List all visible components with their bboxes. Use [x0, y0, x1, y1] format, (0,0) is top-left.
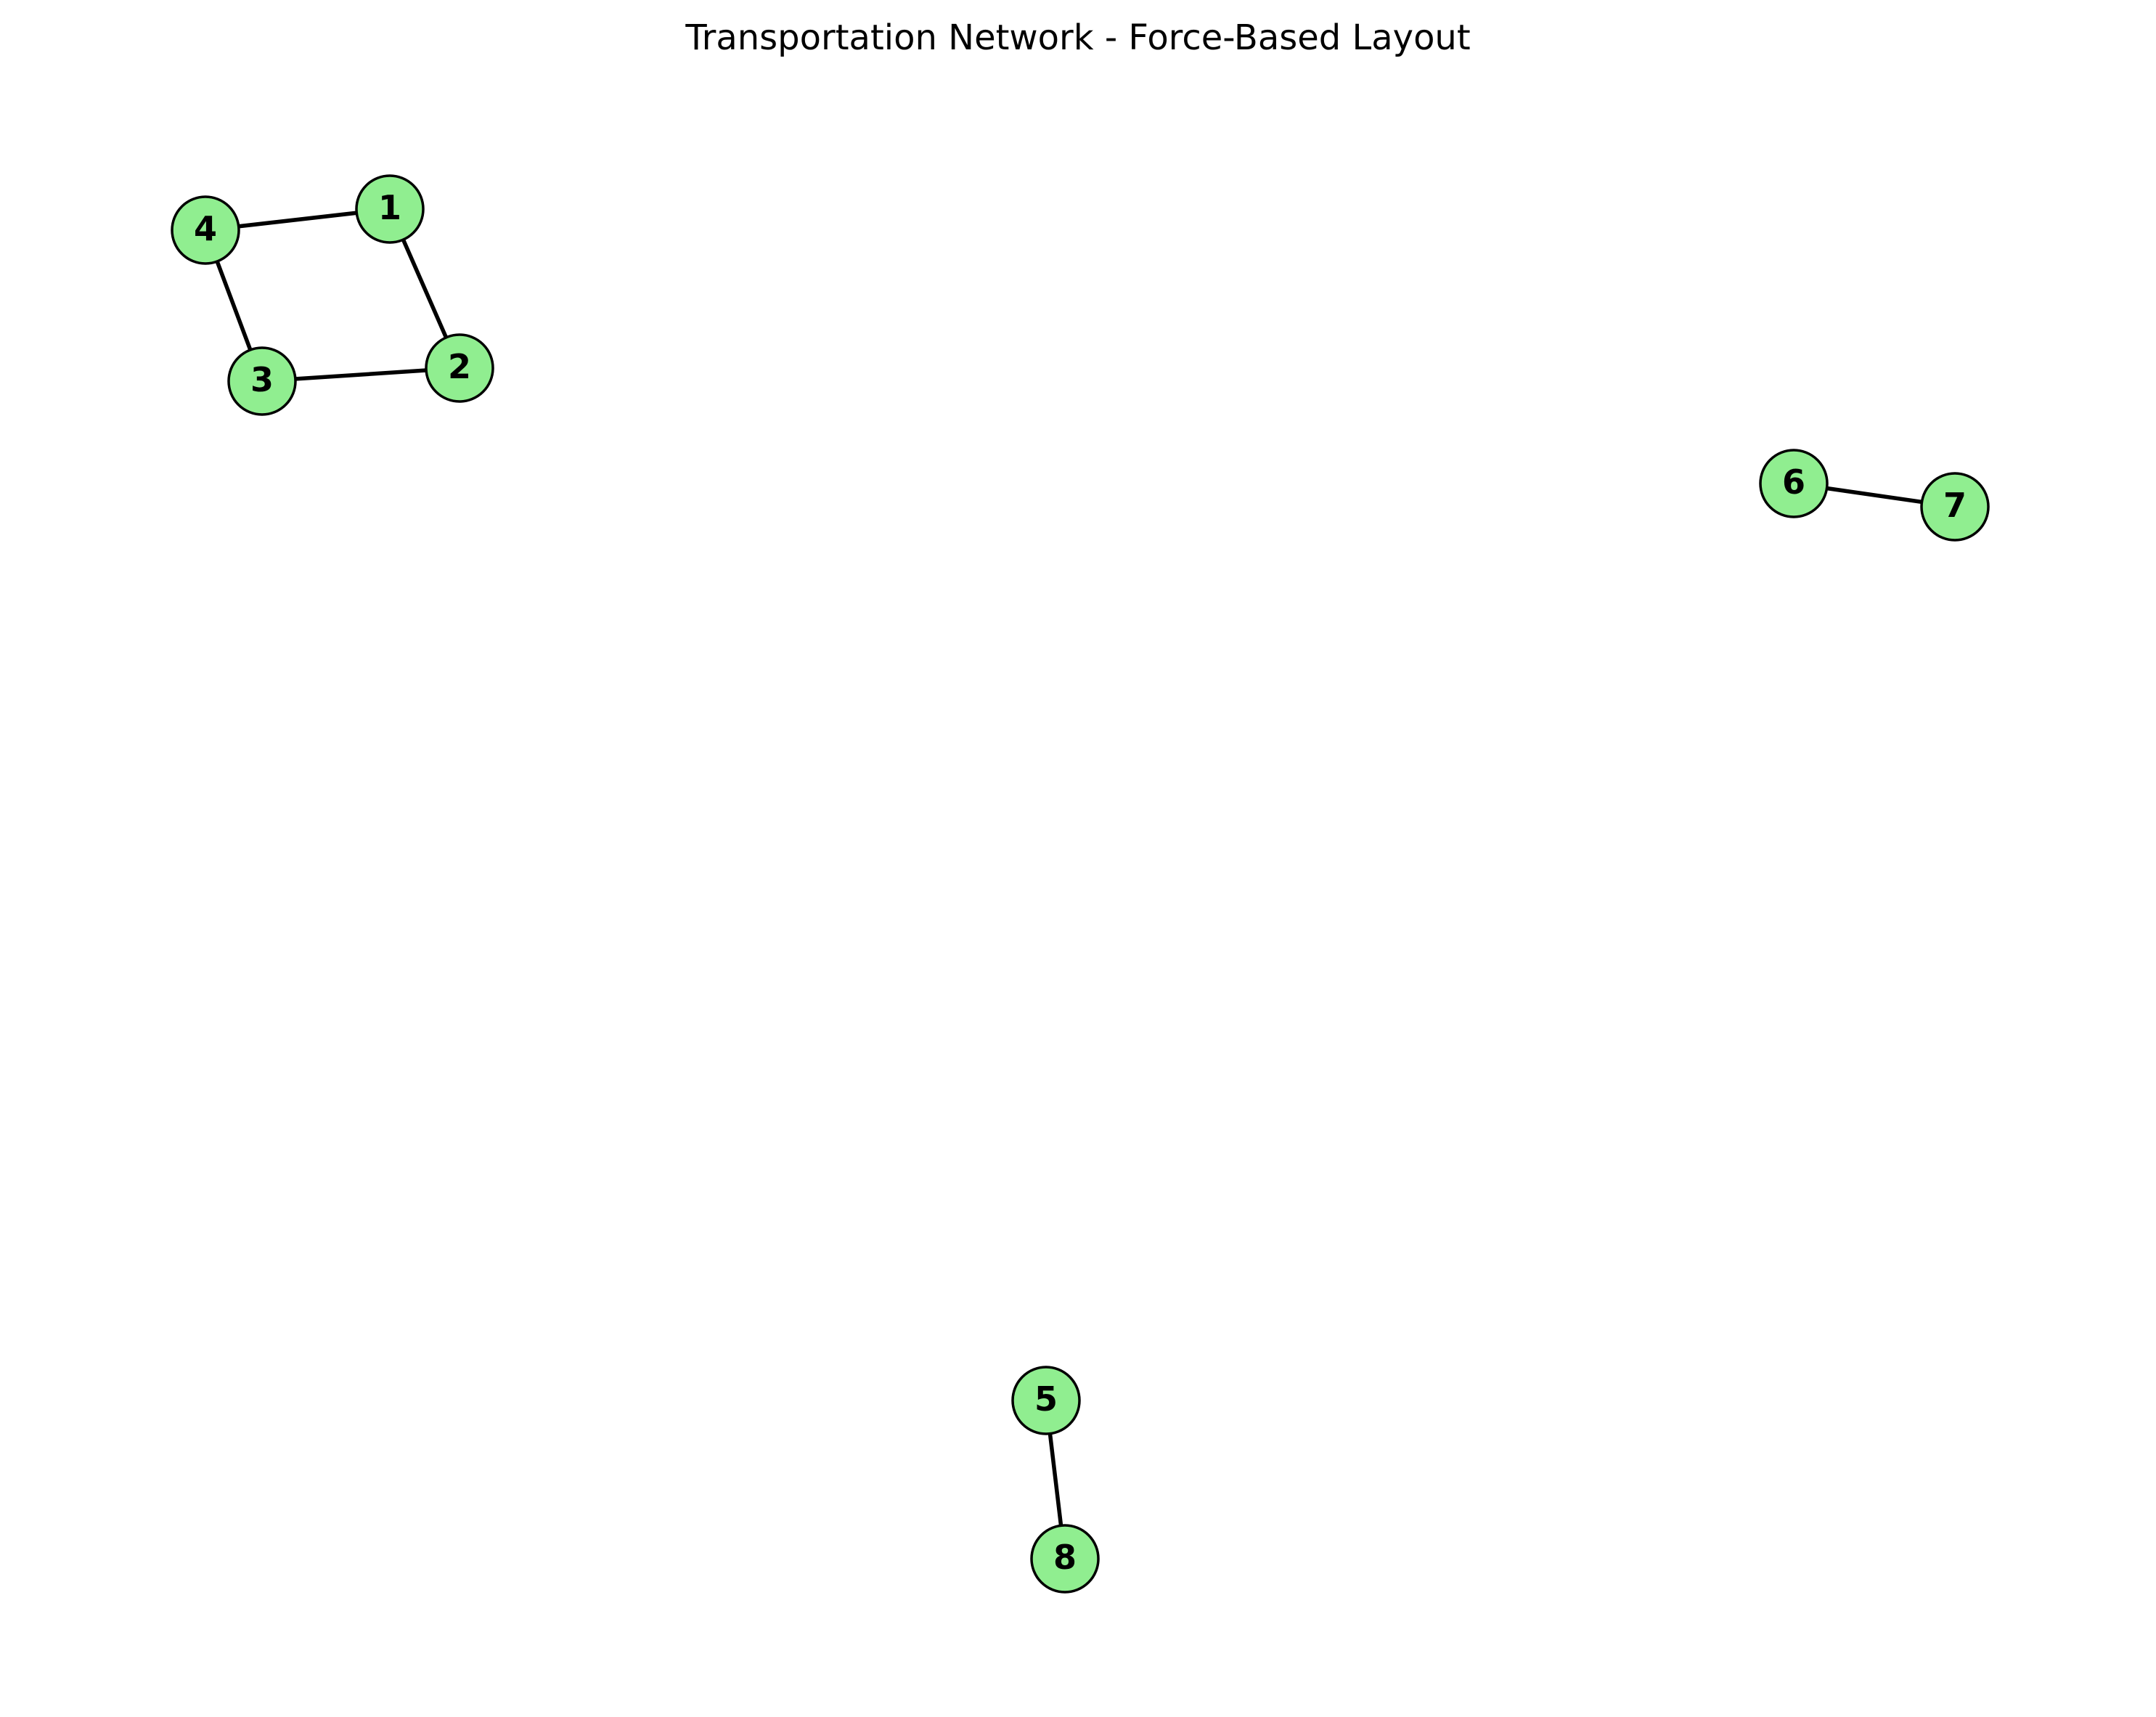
node-circle-4 — [171, 195, 240, 265]
node-label-6: 6 — [1782, 462, 1805, 502]
node-label-8: 8 — [1053, 1538, 1077, 1577]
nodes-layer: 1 2 3 4 5 6 7 8 — [171, 174, 1990, 1594]
node-circle-8 — [1030, 1524, 1100, 1594]
node-label-2: 2 — [448, 347, 471, 386]
node-6: 6 — [1759, 449, 1829, 518]
node-2: 2 — [425, 333, 494, 403]
node-circle-3 — [227, 346, 297, 416]
node-circle-5 — [1011, 1366, 1081, 1435]
node-label-3: 3 — [250, 360, 274, 399]
node-circle-2 — [425, 333, 494, 403]
node-8: 8 — [1030, 1524, 1100, 1594]
node-7: 7 — [1920, 472, 1990, 542]
node-circle-6 — [1759, 449, 1829, 518]
node-5: 5 — [1011, 1366, 1081, 1435]
node-label-1: 1 — [378, 188, 401, 227]
node-4: 4 — [171, 195, 240, 265]
node-1: 1 — [355, 174, 425, 244]
node-3: 3 — [227, 346, 297, 416]
node-label-7: 7 — [1943, 486, 1967, 525]
edges-layer — [203, 207, 1957, 1561]
diagram-title: Transportation Network - Force-Based Lay… — [685, 17, 1471, 58]
node-circle-7 — [1920, 472, 1990, 542]
node-label-4: 4 — [194, 209, 217, 248]
node-label-5: 5 — [1034, 1379, 1058, 1419]
node-circle-1 — [355, 174, 425, 244]
